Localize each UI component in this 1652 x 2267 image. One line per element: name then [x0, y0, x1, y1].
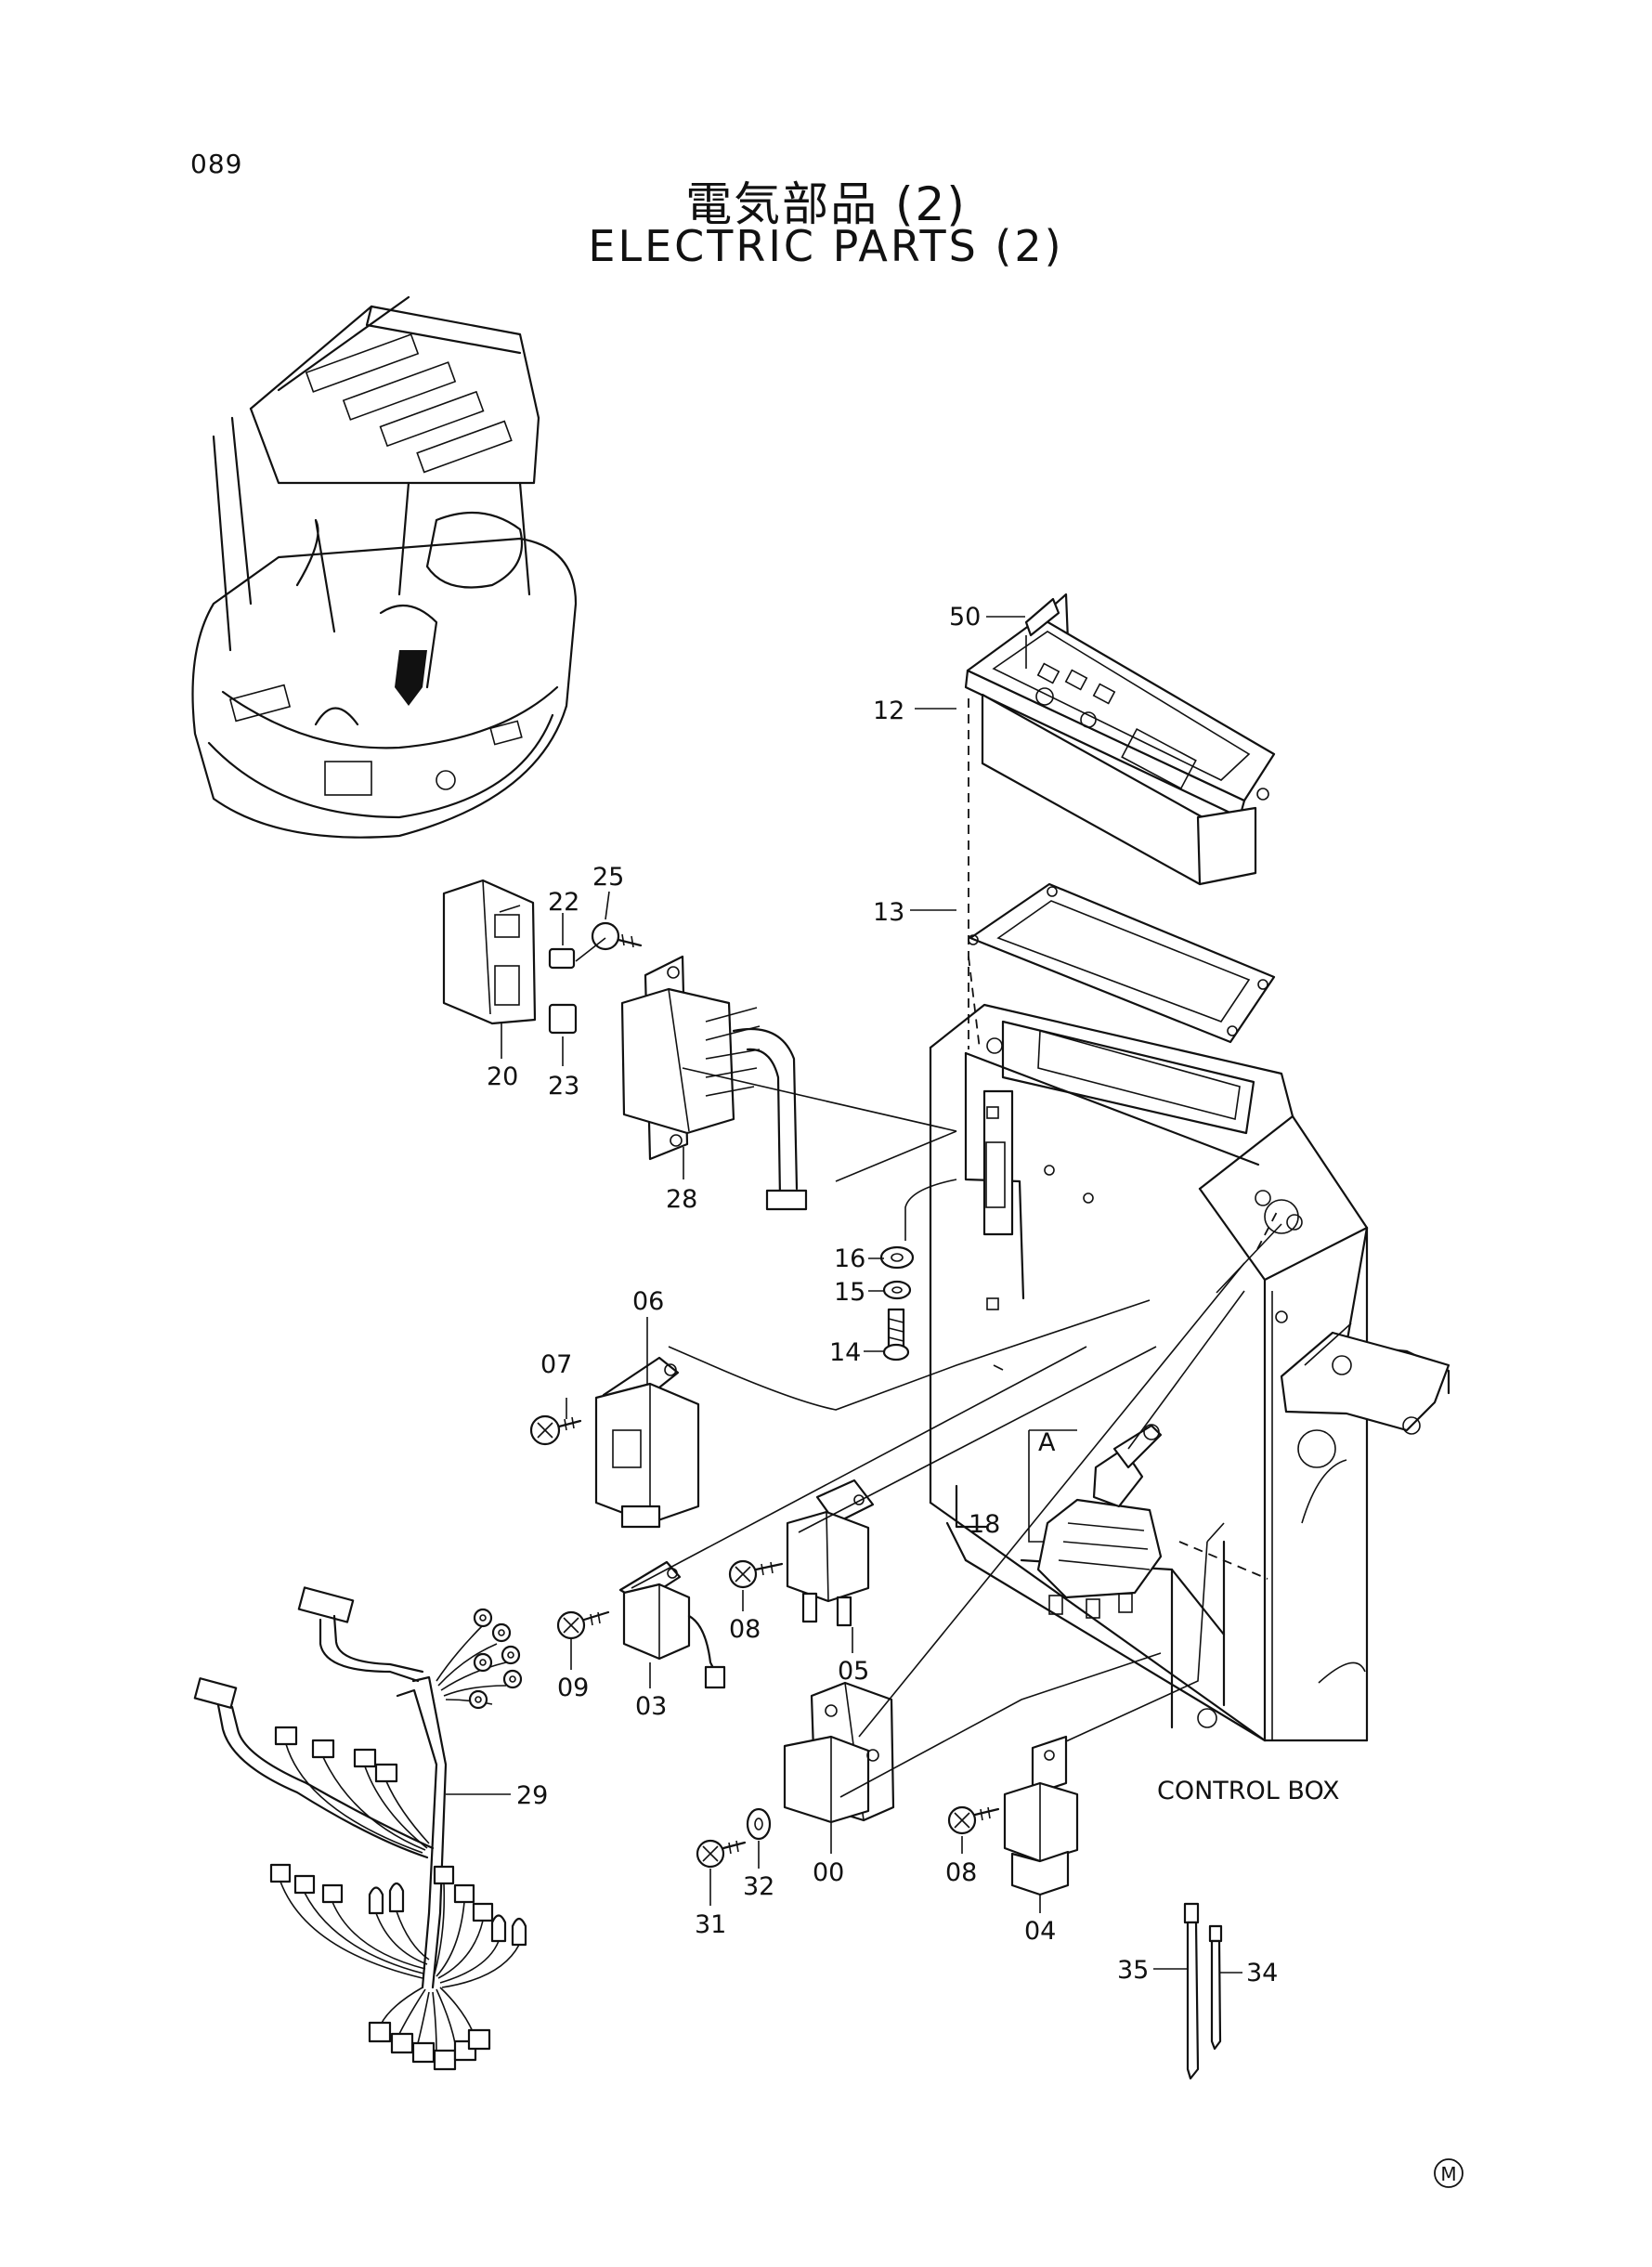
label-part-23: 23 — [548, 1072, 579, 1101]
connector-pin-22 — [548, 947, 576, 970]
relay-03 — [618, 1560, 726, 1689]
label-part-15: 15 — [834, 1278, 865, 1307]
relay-04 — [1003, 1735, 1079, 1896]
label-part-04: 04 — [1024, 1917, 1056, 1946]
label-part-A: A — [1038, 1428, 1056, 1457]
label-part-18: 18 — [969, 1510, 1000, 1539]
label-part-13: 13 — [873, 898, 904, 927]
page-number: 089 — [190, 149, 243, 179]
key-switch — [1036, 1424, 1163, 1619]
label-part-05: 05 — [838, 1657, 869, 1686]
label-part-06: 06 — [632, 1287, 664, 1316]
label-part-03: 03 — [635, 1692, 667, 1721]
label-part-07: 07 — [540, 1350, 572, 1379]
label-part-22: 22 — [548, 888, 579, 917]
label-part-12: 12 — [873, 697, 904, 725]
relay-06 — [594, 1356, 700, 1529]
label-part-00: 00 — [813, 1858, 844, 1887]
control-box — [929, 1003, 1450, 1742]
page-title-english: ELECTRIC PARTS (2) — [588, 221, 1064, 271]
label-part-28: 28 — [666, 1185, 697, 1214]
callout-leaders — [446, 616, 1242, 1974]
label-part-16: 16 — [834, 1244, 865, 1273]
connector-pin-23 — [548, 1003, 578, 1035]
label-part-25: 25 — [592, 863, 624, 892]
screw-08-lower — [947, 1805, 1000, 1835]
cable-tie-35 — [1183, 1902, 1200, 2080]
label-part-08-upper: 08 — [729, 1615, 761, 1644]
controller-28 — [620, 955, 808, 1211]
wire-harness-29 — [193, 1586, 527, 2071]
spring-washer-15 — [882, 1280, 912, 1300]
screw-09 — [556, 1610, 610, 1640]
label-part-08-lower: 08 — [945, 1858, 977, 1887]
monitor-panel — [964, 593, 1276, 1050]
label-part-31: 31 — [695, 1910, 726, 1939]
washer-32 — [746, 1807, 772, 1841]
circled-m-mark: M — [1434, 2158, 1463, 2188]
relay-05 — [786, 1479, 875, 1627]
label-part-20: 20 — [487, 1062, 518, 1091]
label-part-32: 32 — [743, 1872, 774, 1901]
excavator-overview-illustration — [191, 295, 578, 839]
screw-08-upper — [728, 1559, 784, 1589]
label-part-29: 29 — [516, 1781, 548, 1810]
washer-16 — [879, 1245, 915, 1270]
mark-letter: M — [1440, 2163, 1456, 2185]
connector-cover — [442, 879, 537, 1025]
label-part-09: 09 — [557, 1674, 589, 1702]
control-box-label: CONTROL BOX — [1157, 1777, 1340, 1805]
label-part-35: 35 — [1117, 1956, 1149, 1985]
part-labels: 50 12 13 25 22 20 23 28 16 15 14 06 07 A… — [487, 603, 1278, 1987]
bracket-00 — [783, 1681, 895, 1824]
screw-07 — [529, 1414, 582, 1446]
bolt-14 — [882, 1308, 910, 1362]
cable-tie-34 — [1208, 1924, 1223, 2051]
label-part-50: 50 — [949, 603, 981, 632]
label-part-14: 14 — [829, 1338, 861, 1367]
label-part-34: 34 — [1246, 1959, 1278, 1987]
assembly-lines — [575, 635, 1282, 1798]
bolt-25 — [591, 921, 643, 951]
screw-31 — [696, 1839, 747, 1869]
page-title-japanese: 電気部品 (2) — [685, 177, 967, 231]
